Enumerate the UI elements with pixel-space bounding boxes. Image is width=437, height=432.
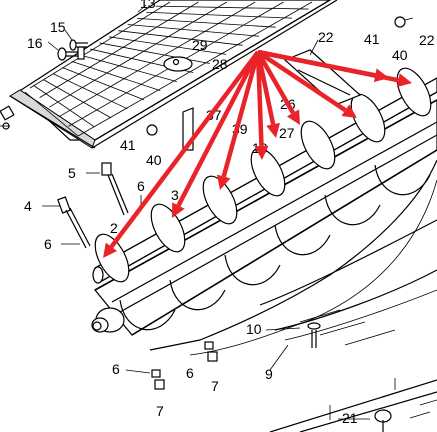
- callout-10: 10: [246, 321, 262, 337]
- callout-21: 21: [342, 410, 358, 426]
- bolt-21: [374, 409, 392, 432]
- arrow-shaft: [221, 51, 261, 178]
- nut-40-left: [146, 124, 158, 136]
- callout-28: 28: [212, 56, 228, 72]
- callout-22b: 22: [419, 32, 435, 48]
- arrow-shaft: [257, 49, 399, 83]
- arrow-head: [254, 145, 269, 160]
- callout-13: 13: [140, 0, 156, 11]
- auger-flight-lower: [374, 164, 431, 196]
- callout-5: 5: [68, 165, 76, 181]
- arrow-head: [341, 104, 357, 118]
- mesh-line: [39, 1, 199, 98]
- callout-40a: 40: [146, 152, 162, 168]
- bolt-15: [69, 39, 88, 51]
- auger-housing: [94, 99, 437, 356]
- nut-6-7-right: [204, 341, 218, 362]
- mesh-line: [71, 60, 161, 92]
- mesh-line: [34, 85, 95, 128]
- arrow-head: [266, 122, 280, 138]
- callout-29: 29: [192, 37, 208, 53]
- shaft-end: [91, 307, 125, 333]
- nut-6-7-left: [151, 369, 165, 390]
- arrow-head: [103, 242, 118, 258]
- mesh-line: [77, 1, 313, 137]
- arrow-shaft: [176, 50, 260, 207]
- trough-cover: [259, 219, 437, 346]
- arrow-head: [216, 174, 231, 190]
- callout-15: 15: [50, 19, 66, 35]
- callout-3: 3: [171, 187, 179, 203]
- callout-2: 2: [110, 220, 118, 236]
- mesh-line: [108, 36, 227, 55]
- arrow-head: [286, 109, 300, 125]
- arrow-shaft: [256, 50, 295, 114]
- auger-flight-lower: [119, 299, 176, 331]
- auger-flight-lower: [324, 194, 381, 226]
- grate-mesh: [24, 0, 325, 137]
- mesh-line: [136, 18, 276, 28]
- callout-6c: 6: [112, 361, 120, 377]
- auger-flight: [250, 147, 286, 197]
- auger-flight-lower: [224, 254, 281, 286]
- arrow-shaft: [256, 50, 347, 113]
- washer-16: [57, 46, 85, 61]
- bottom-rail: [269, 378, 437, 432]
- mesh-line: [29, 1, 171, 89]
- mesh-line: [155, 5, 309, 10]
- mesh-line: [62, 67, 145, 101]
- callout-4: 4: [24, 198, 32, 214]
- auger-flight: [150, 203, 186, 253]
- auger-flight: [94, 233, 130, 283]
- highlight-arrows: [103, 49, 412, 258]
- callout-22a: 22: [318, 29, 334, 45]
- callout-6a: 6: [137, 178, 145, 194]
- mesh-line: [80, 54, 177, 82]
- auger-flight-lower: [169, 279, 226, 311]
- callout-40b: 40: [392, 47, 408, 63]
- auger-flight-lower: [274, 224, 331, 256]
- nut-40-right: [394, 16, 406, 28]
- mesh-line: [52, 73, 128, 110]
- callout-16: 16: [27, 35, 43, 51]
- arrow-shaft: [255, 51, 276, 125]
- bolt-10: [307, 322, 321, 348]
- callout-7a: 7: [156, 403, 164, 419]
- bolt-4: [57, 196, 91, 249]
- callout-6d: 6: [186, 365, 194, 381]
- mesh-line: [43, 79, 112, 119]
- callout-41b: 41: [364, 31, 380, 47]
- mesh-line: [146, 11, 293, 19]
- arrow-head: [396, 73, 412, 88]
- mesh-line: [24, 91, 79, 137]
- auger-flight: [300, 120, 336, 170]
- arrow-shaft: [109, 50, 260, 249]
- plate-28: [163, 56, 193, 72]
- mesh-line: [127, 24, 260, 37]
- callout-41a: 41: [120, 137, 136, 153]
- mesh-line: [118, 30, 243, 46]
- callout-leaders: [42, 4, 414, 420]
- bolt-5: [101, 162, 129, 216]
- mesh-line: [58, 1, 256, 118]
- arrow-head: [172, 202, 185, 218]
- arrow-shaft: [255, 51, 264, 147]
- callout-7b: 7: [211, 378, 219, 394]
- auger-flight: [202, 175, 238, 225]
- callout-27: 27: [279, 125, 295, 141]
- callout-9: 9: [265, 366, 273, 382]
- mesh-line: [99, 42, 210, 64]
- mesh-line: [48, 1, 228, 108]
- callout-6b: 6: [44, 236, 52, 252]
